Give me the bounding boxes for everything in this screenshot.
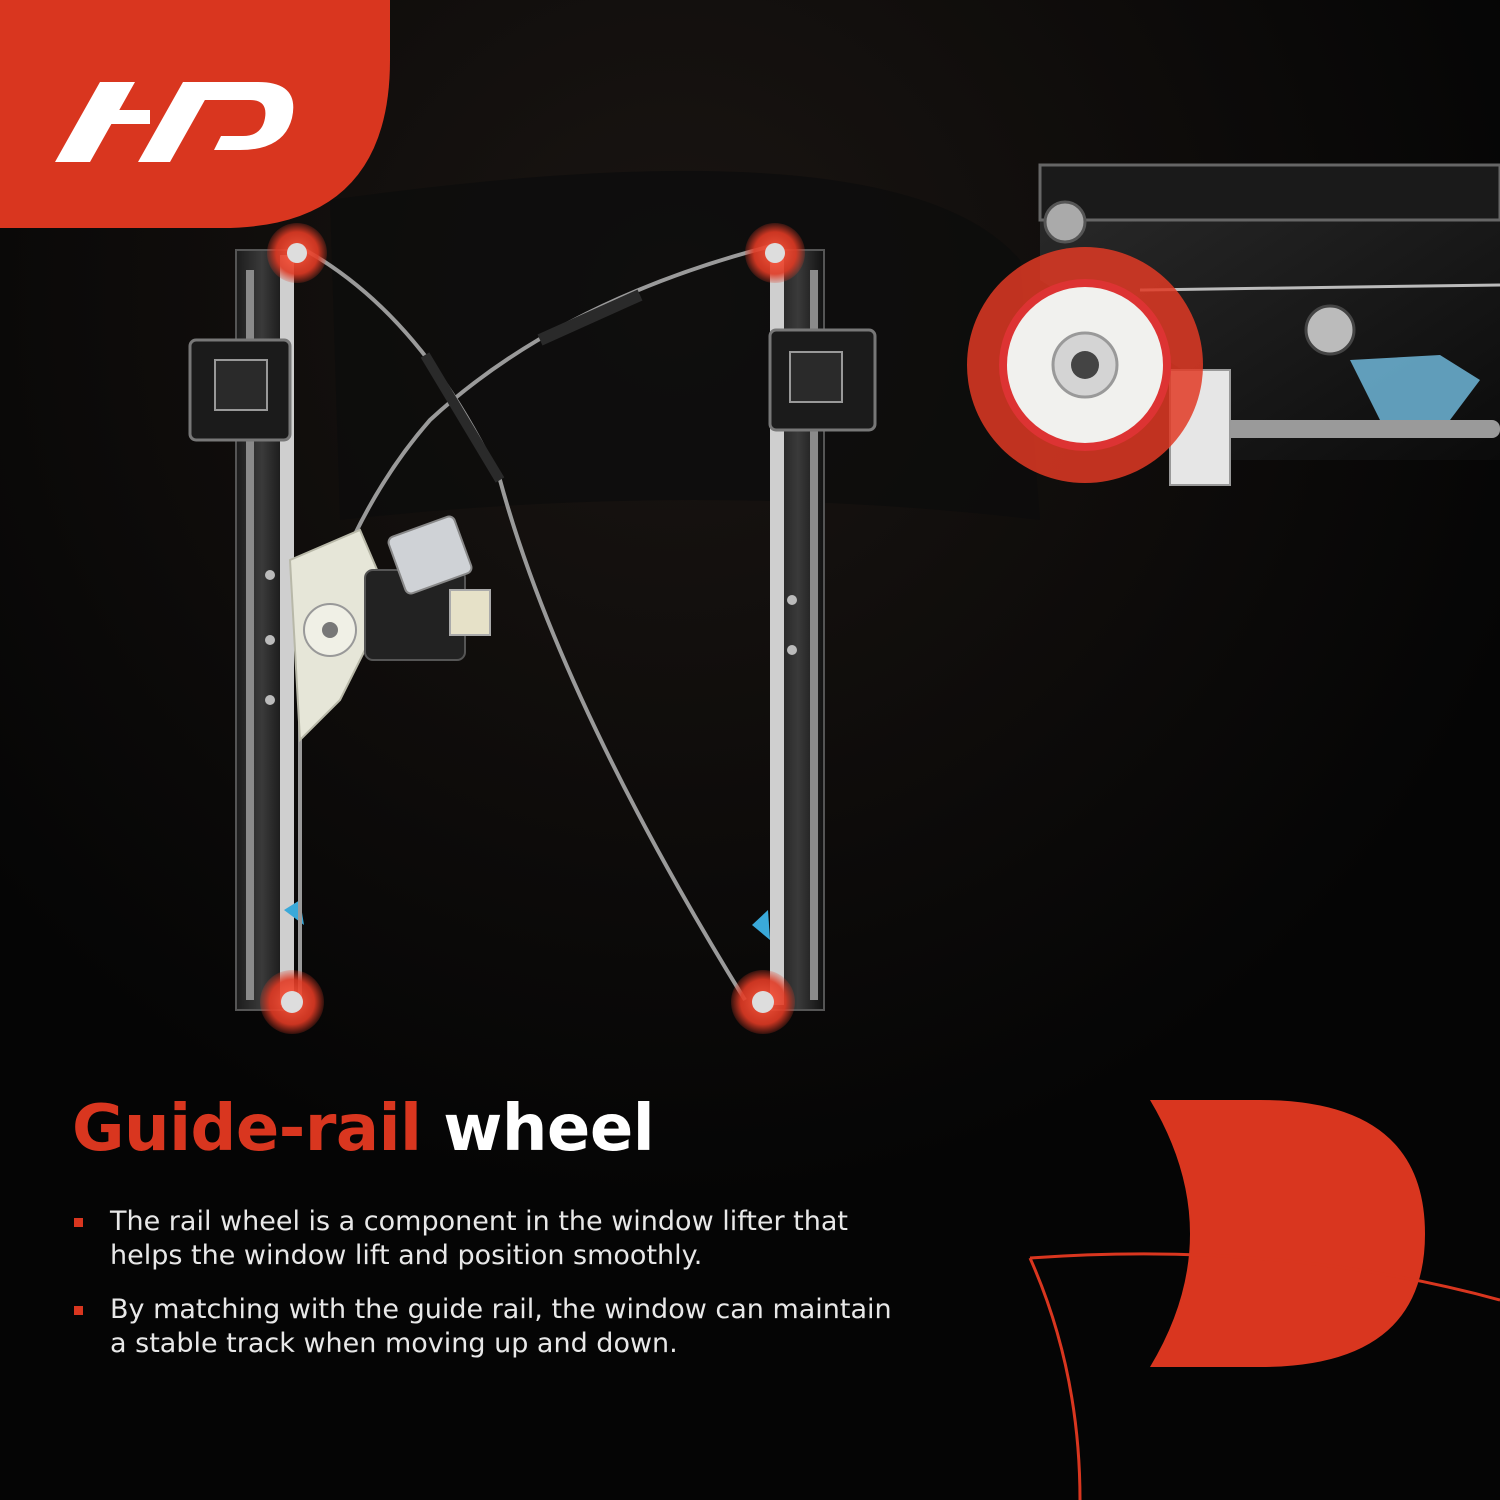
cable-sleeve xyxy=(420,352,505,483)
feature-bullet: The rail wheel is a component in the win… xyxy=(72,1205,892,1273)
bullet-square-icon xyxy=(74,1306,83,1315)
rail-wheel-bottom-left-icon xyxy=(260,970,324,1034)
detail-inset xyxy=(967,163,1500,486)
feature-bullet-list: The rail wheel is a component in the win… xyxy=(72,1205,892,1381)
feature-title-plain: wheel xyxy=(443,1092,655,1166)
feature-title: Guide-rail wheel xyxy=(72,1092,655,1166)
rail-wheel-top-left-icon xyxy=(267,223,327,283)
d-shape-icon xyxy=(1028,1100,1500,1500)
feature-bullet-text: The rail wheel is a component in the win… xyxy=(110,1206,848,1271)
left-guide-rail xyxy=(188,249,304,1011)
feature-bullet: By matching with the guide rail, the win… xyxy=(72,1293,892,1361)
rail-wheel-top-right-icon xyxy=(745,223,805,283)
door-silhouette xyxy=(330,170,1040,520)
cable-sleeve xyxy=(537,289,643,346)
a-premium-ap-logo-icon xyxy=(55,82,294,162)
logo-badge xyxy=(0,0,390,228)
feature-bullet-text: By matching with the guide rail, the win… xyxy=(110,1294,892,1359)
feature-title-accent: Guide-rail xyxy=(72,1092,422,1166)
window-motor xyxy=(288,515,491,743)
bullet-square-icon xyxy=(74,1218,83,1227)
right-guide-rail xyxy=(752,249,877,1011)
rail-wheel-bottom-right-icon xyxy=(731,970,795,1034)
